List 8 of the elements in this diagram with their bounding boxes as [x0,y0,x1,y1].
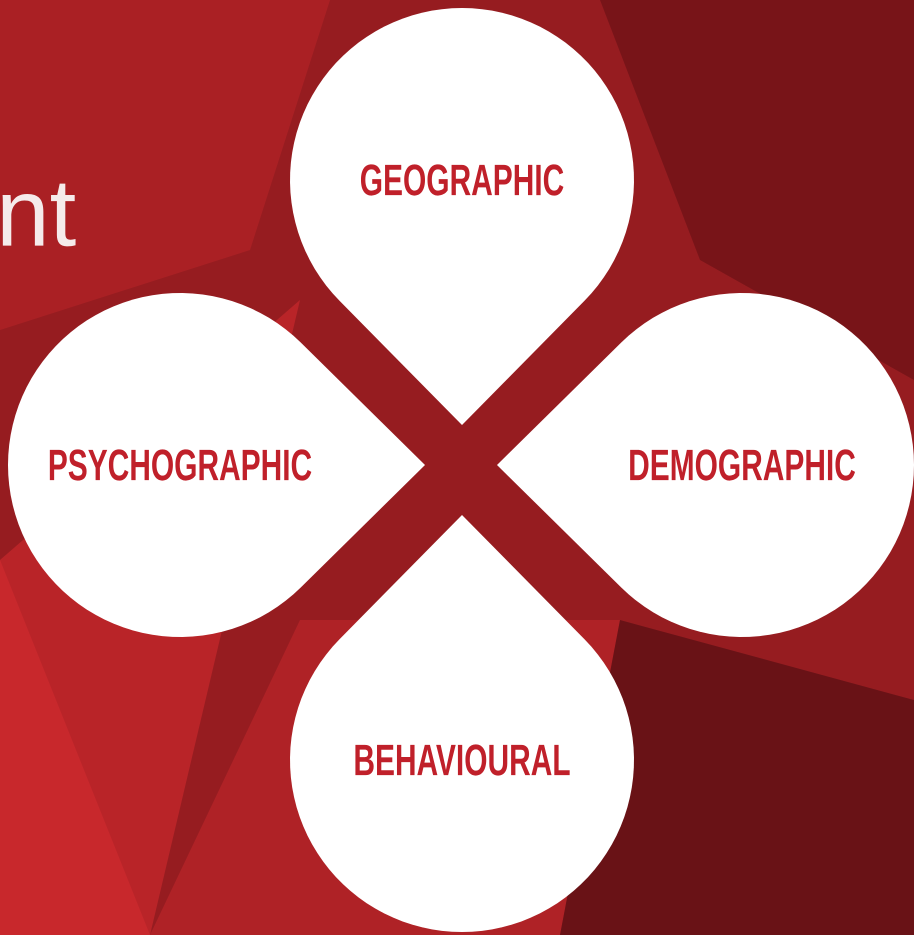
teardrop-petal: DEMOGRAPHIC [497,293,914,637]
teardrop-petal: PSYCHOGRAPHIC [8,293,425,637]
teardrop-petal: GEOGRAPHIC [290,8,634,425]
teardrop-petal: BEHAVIOURAL [290,515,634,932]
node-label: DEMOGRAPHIC [630,449,856,481]
node-label: PSYCHOGRAPHIC [50,449,312,481]
node-label: GEOGRAPHIC [360,164,564,196]
heading-fragment: nt [2,184,76,246]
